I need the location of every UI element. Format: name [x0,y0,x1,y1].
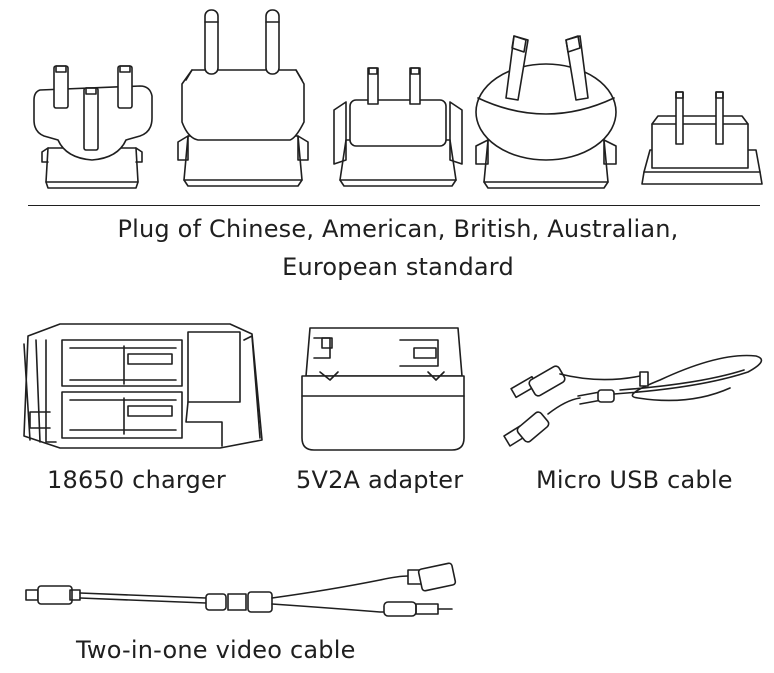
video-cable-illustration [25,562,457,617]
adapter-icon [301,327,465,451]
adapter-label: 5V2A adapter [296,466,464,494]
charger-label: 18650 charger [47,466,227,494]
australian-plug-icon [475,35,617,189]
american-plug-icon [333,67,463,187]
plugs-caption-line2: European standard [282,253,514,281]
plugs-caption-line1: Plug of Chinese, American, British, Aust… [117,215,679,243]
plug-adapters-illustration [33,9,763,189]
chinese-plug-icon [641,91,763,185]
accessories-illustration [23,323,763,451]
micro-usb-cable-icon [503,354,763,447]
charger-icon [23,323,263,449]
british-plug-icon [33,65,153,189]
divider-line [28,205,760,206]
european-plug-icon [177,9,309,187]
video-cable-label: Two-in-one video cable [76,636,356,664]
video-cable-icon [25,562,457,617]
usb-cable-label: Micro USB cable [536,466,733,494]
